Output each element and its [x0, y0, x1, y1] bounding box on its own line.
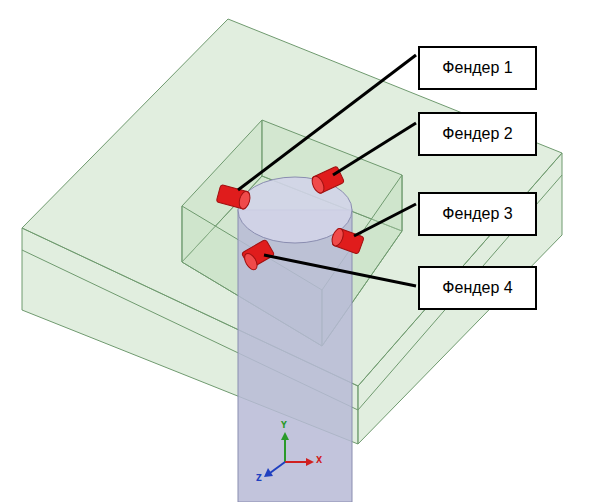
callout-box: Фендер 3 [418, 192, 537, 236]
axis-triad [264, 432, 314, 477]
callout-label: Фендер 4 [442, 279, 512, 297]
axis-label: Z [256, 474, 262, 483]
fenders [216, 166, 364, 272]
callout-box: Фендер 1 [418, 46, 537, 90]
leader-lines [238, 55, 416, 286]
axis-label: X [316, 456, 322, 465]
callout-box: Фендер 2 [418, 112, 537, 156]
axis-label: Y [281, 421, 287, 430]
callout-label: Фендер 2 [442, 125, 512, 143]
pile [238, 177, 352, 502]
callout-label: Фендер 1 [442, 59, 512, 77]
callout-label: Фендер 3 [442, 205, 512, 223]
callout-box: Фендер 4 [418, 266, 537, 310]
